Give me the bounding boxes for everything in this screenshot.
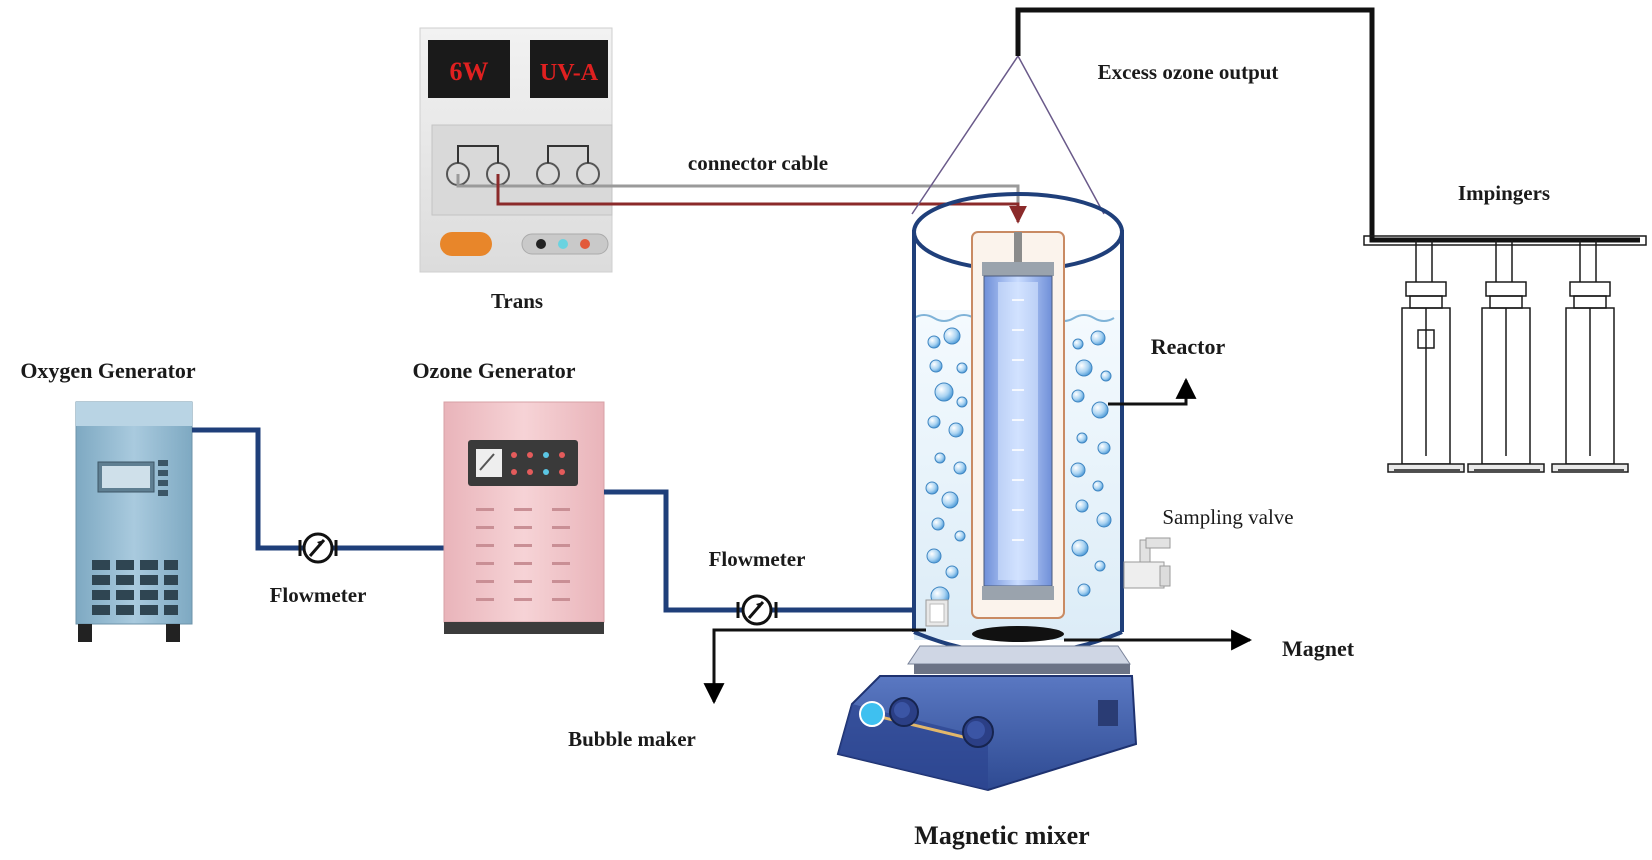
flowmeter-icon: [298, 532, 338, 564]
bubble-maker-label: Bubble maker: [568, 727, 696, 751]
gas-line-ozone: [604, 489, 926, 613]
magnet-label: Magnet: [1282, 636, 1355, 661]
reactor-pointer-arrow: [1108, 377, 1197, 406]
impinger-icon: [1467, 240, 1545, 473]
power-display: [428, 40, 510, 98]
flowmeter-2-label: Flowmeter: [709, 547, 806, 571]
bubble-maker-diffuser: [925, 599, 949, 627]
gas-line-oxygen: [192, 427, 444, 551]
flowmeter-icon-2: [736, 594, 778, 626]
lamp-display: [530, 40, 608, 98]
trans-label: Trans: [491, 289, 543, 313]
power-display-text: 6W: [450, 57, 489, 86]
lamp-display-text: UV-A: [540, 60, 599, 86]
connector-cable-red: [496, 174, 1027, 224]
magnetic-mixer-label: Magnetic mixer: [914, 821, 1089, 850]
sampling-valve-label: Sampling valve: [1162, 505, 1293, 529]
magnetic-stirrer-icon: [836, 645, 1138, 792]
bubbles: [925, 327, 1112, 606]
impingers-label: Impingers: [1458, 181, 1550, 205]
impingers-group: [1363, 235, 1647, 473]
connector-cable-label: connector cable: [688, 151, 828, 175]
impinger-icon: [1387, 240, 1465, 473]
valve-icon: [1123, 537, 1171, 589]
magnet-icon: [972, 626, 1064, 642]
flowmeter-1-label: Flowmeter: [270, 583, 367, 607]
ozone-generator-label: Ozone Generator: [412, 358, 575, 383]
uv-lamp-icon: [971, 231, 1065, 619]
power-supply-icon: [419, 27, 613, 273]
oxygen-generator-label: Oxygen Generator: [20, 358, 196, 383]
oxygen-generator-icon: [75, 401, 193, 642]
excess-ozone-hood: [911, 55, 1105, 215]
bubble-maker-pointer-arrow: [703, 628, 926, 705]
ozone-generator-icon: [443, 401, 605, 634]
power-button: [440, 232, 492, 256]
excess-ozone-tube: [1015, 7, 1640, 243]
impinger-icon: [1551, 240, 1629, 473]
reactor-label: Reactor: [1151, 334, 1226, 359]
excess-ozone-label: Excess ozone output: [1098, 60, 1279, 84]
